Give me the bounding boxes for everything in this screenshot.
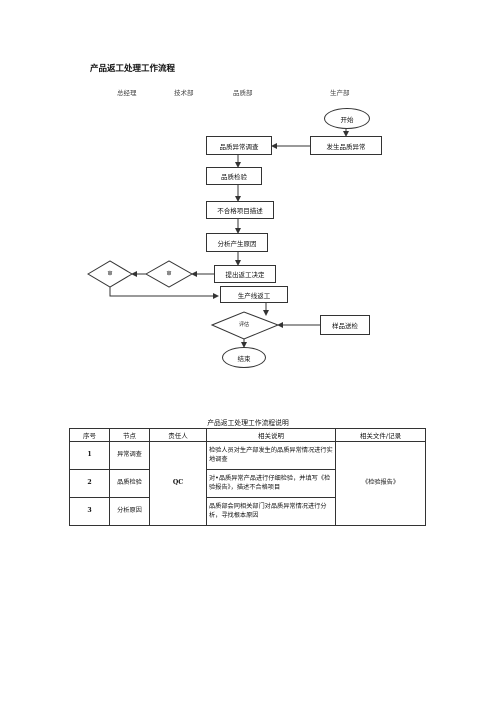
dept-quality: 品质部 bbox=[233, 89, 253, 97]
end-node: 结束 bbox=[222, 347, 266, 368]
row-no: 1 bbox=[69, 441, 110, 470]
header-no: 序号 bbox=[69, 428, 110, 442]
header-responsible: 责任人 bbox=[149, 428, 207, 442]
table-caption: 产品返工处理工作流程说明 bbox=[207, 419, 289, 427]
analyze-box: 分析产生原因 bbox=[206, 233, 268, 252]
arrow-approve1-to-rework bbox=[109, 287, 219, 299]
row-description: 品质部会同相关部门对品质异常情况进行分析，寻找根本原因 bbox=[206, 497, 336, 526]
responsible-cell: QC bbox=[149, 441, 207, 526]
evaluate-label: 评估 bbox=[238, 322, 249, 328]
table-header-row: 序号 节点 责任人 相关说明 相关文件/记录 bbox=[69, 428, 426, 442]
header-description: 相关说明 bbox=[206, 428, 336, 442]
row-node: 品质检验 bbox=[109, 469, 150, 498]
occur-box: 发生品质异常 bbox=[310, 136, 382, 155]
approve1-label: 审 bbox=[107, 271, 113, 277]
table-row: 1 异常调查 QC 检验人员对生产部发生的品质异常情况进行实地调查 《检验报告》 bbox=[69, 441, 426, 526]
table-row: 3 分析原因 品质部会同相关部门对品质异常情况进行分析，寻找根本原因 bbox=[69, 497, 426, 526]
dept-production: 生产部 bbox=[330, 89, 350, 97]
dept-general-manager: 总经理 bbox=[117, 89, 137, 97]
approve2-diamond bbox=[144, 260, 194, 288]
row-description: 检验人员对生产部发生的品质异常情况进行实地调查 bbox=[206, 441, 336, 470]
approve1-diamond bbox=[87, 260, 133, 288]
propose-box: 提出返工决定 bbox=[214, 265, 276, 283]
dept-technical: 技术部 bbox=[174, 89, 194, 97]
row-node: 异常调查 bbox=[109, 441, 150, 470]
process-description-table: 序号 节点 责任人 相关说明 相关文件/记录 1 异常调查 QC 检验人员对生产… bbox=[69, 428, 426, 526]
inspect-box: 品质检验 bbox=[206, 167, 262, 185]
flowchart-connectors bbox=[87, 129, 349, 348]
start-node: 开始 bbox=[324, 108, 370, 129]
page-title: 产品返工处理工作流程 bbox=[90, 64, 176, 74]
investigate-box: 品质异常调查 bbox=[206, 136, 272, 155]
rework-box: 生产线返工 bbox=[220, 286, 288, 303]
header-node: 节点 bbox=[109, 428, 150, 442]
describe-box: 不合格项目描述 bbox=[206, 201, 274, 219]
evaluate-diamond bbox=[210, 311, 280, 340]
row-no: 2 bbox=[69, 469, 110, 498]
sample-box: 样品送检 bbox=[320, 315, 370, 335]
record-cell: 《检验报告》 bbox=[335, 441, 426, 526]
row-no: 3 bbox=[69, 497, 110, 526]
header-records: 相关文件/记录 bbox=[335, 428, 426, 442]
row-node: 分析原因 bbox=[109, 497, 150, 526]
row-description: 对•品质异常产品进行仔细检验，并填写《检验报告》，描述不合格项目 bbox=[206, 469, 336, 498]
approve2-label: 审 bbox=[166, 271, 172, 277]
